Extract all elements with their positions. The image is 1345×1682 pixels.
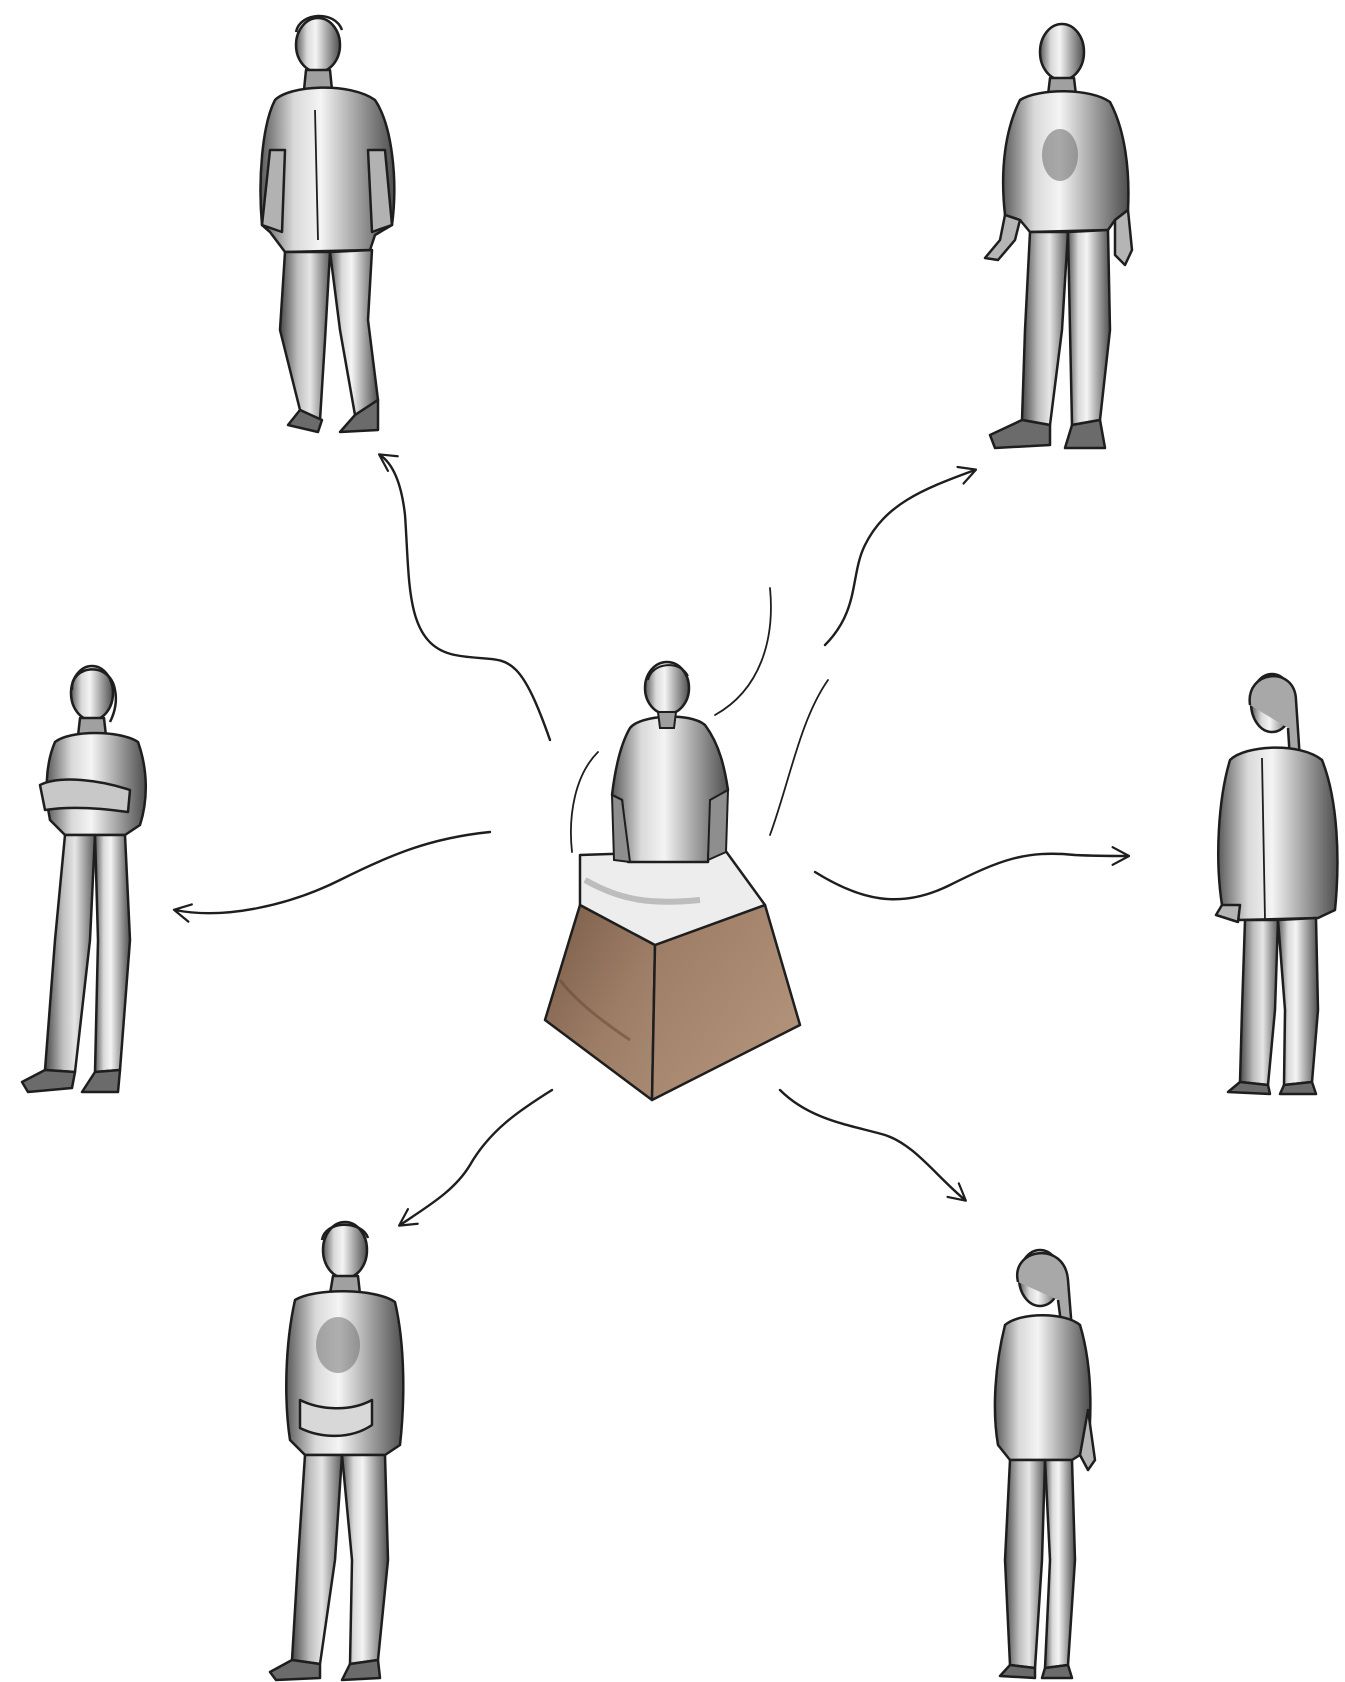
motion-line-3 <box>570 751 599 853</box>
arrow-to-bottom-left <box>397 1088 554 1227</box>
arrow-to-top-left <box>377 453 552 742</box>
arrow-to-middle-left <box>172 830 492 923</box>
person-standing-arms-down-icon <box>983 22 1134 450</box>
motion-line-1 <box>714 587 772 716</box>
person-hands-clasped-icon <box>268 1220 405 1682</box>
person-arms-crossed-icon <box>20 664 147 1094</box>
person-long-coat-icon <box>1214 672 1339 1096</box>
person-long-hair-icon <box>993 1248 1097 1680</box>
arrow-to-bottom-right <box>778 1088 967 1202</box>
pedestal <box>543 848 802 1102</box>
arrow-to-top-right <box>823 465 978 647</box>
statue-on-pedestal-icon <box>543 660 802 1102</box>
arrow-to-middle-right <box>813 846 1131 901</box>
arrows-group <box>172 453 1131 1227</box>
statue-figure <box>610 660 730 864</box>
motion-line-2 <box>769 679 829 836</box>
person-standing-jacket-icon <box>259 14 396 434</box>
